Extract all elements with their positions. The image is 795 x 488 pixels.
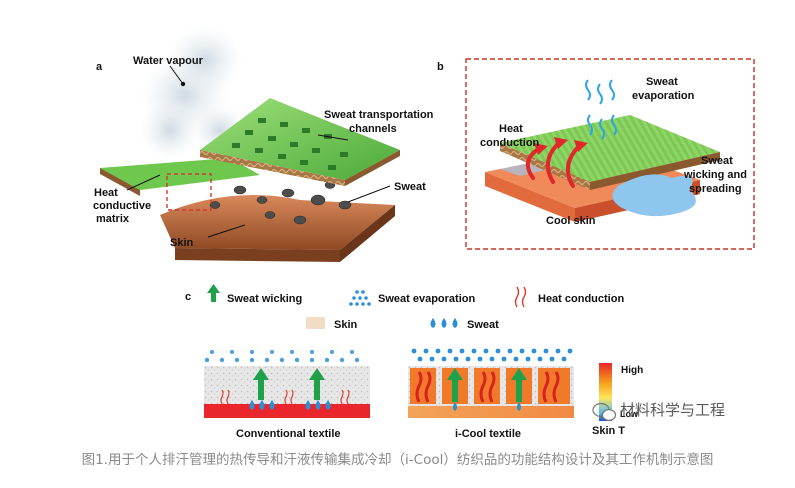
- legend-sweat-wicking-label: Sweat wicking: [227, 293, 302, 305]
- water-vapour-cloud: [140, 25, 248, 160]
- icool-textile-diagram: i-Cool textile: [408, 348, 574, 440]
- panel-a-letter: a: [96, 61, 103, 73]
- legend-sweat-evaporation-label: Sweat evaporation: [378, 293, 475, 305]
- scale-title-label: Skin T: [592, 425, 625, 437]
- legend-sweat: Sweat: [430, 318, 499, 331]
- icool-wicking-arrows: [447, 368, 527, 402]
- matrix-label-3: matrix: [96, 213, 130, 225]
- skin-label: Skin: [170, 237, 194, 249]
- wicking-label-3: spreading: [689, 183, 742, 195]
- skin-pointer: [207, 224, 246, 238]
- wechat-icon: [592, 402, 617, 421]
- sweat-droplets: [209, 181, 352, 225]
- skin-block: [160, 195, 395, 262]
- matrix-label-1: Heat: [94, 187, 118, 199]
- sweat-pointer: [347, 185, 391, 203]
- vapour-pointer-line: [169, 65, 184, 85]
- sweat-evap-label-1: Sweat: [646, 76, 678, 88]
- conventional-heat-squiggles: [220, 389, 350, 405]
- skin-temperature-scale: High Low Skin T: [592, 363, 643, 437]
- sweat-evap-label-2: evaporation: [632, 90, 695, 102]
- conventional-skin-hot: [204, 404, 370, 418]
- heat-matrix-lower: [100, 158, 260, 190]
- conventional-wicking-arrows: [253, 368, 325, 400]
- legend-sweat-evaporation: Sweat evaporation: [349, 290, 475, 306]
- conventional-textile-diagram: Conventional textile: [204, 350, 370, 440]
- conventional-fabric: [204, 366, 370, 404]
- panel-b-letter: b: [437, 61, 444, 73]
- matrix-label-2: conductive: [93, 200, 151, 212]
- channels-pointer: [317, 134, 349, 141]
- icool-sweat-drops: [453, 402, 521, 411]
- evaporation-squiggles: [585, 79, 617, 140]
- scale-low-label: Low: [620, 409, 639, 419]
- legend-sweat-wicking: Sweat wicking: [207, 284, 302, 305]
- icool-evap-dots: [411, 348, 573, 362]
- figure-caption: 图1.用于个人排汗管理的热传导和汗液传输集成冷却（i-Cool）纺织品的功能结构…: [81, 452, 714, 468]
- matrix-pointer: [126, 174, 161, 191]
- watermark: 材料科学与工程: [592, 401, 725, 421]
- panel-c-letter: c: [185, 291, 191, 303]
- wicking-arrow-icon: [211, 291, 216, 302]
- conventional-evap-dots: [204, 350, 360, 363]
- panel-a: a Water vapour: [93, 25, 434, 262]
- skin-swatch-icon: [306, 317, 325, 329]
- cool-skin-label: Cool skin: [546, 215, 596, 227]
- icool-textile-3d: [500, 115, 720, 190]
- wicking-arrow-head-icon: [207, 284, 220, 293]
- heat-cond-label-2: conduction: [480, 137, 540, 149]
- sweat-spreading-drop: [612, 174, 696, 217]
- water-vapour-label: Water vapour: [133, 55, 204, 67]
- watermark-text: 材料科学与工程: [620, 401, 725, 419]
- sweat-label: Sweat: [394, 181, 426, 193]
- legend-heat-conduction: Heat conduction: [514, 286, 624, 308]
- wicking-label-1: Sweat: [701, 155, 733, 167]
- heat-arrow-heads-b: [534, 137, 588, 155]
- legend-heat-conduction-label: Heat conduction: [538, 293, 624, 305]
- sweat-drops-icon: [430, 318, 458, 328]
- legend-sweat-label: Sweat: [467, 319, 499, 331]
- panel-b: b: [437, 58, 755, 250]
- channels-label-1: Sweat transportation: [324, 109, 434, 121]
- wicking-label-2: wicking and: [683, 169, 747, 181]
- icool-label: i-Cool textile: [455, 428, 521, 440]
- panel-b-frame: [465, 58, 755, 250]
- conventional-label: Conventional textile: [236, 428, 341, 440]
- temperature-gradient-bar: [599, 363, 612, 421]
- legend-skin: Skin: [306, 317, 358, 331]
- lifted-textile: [200, 98, 400, 186]
- heat-conduction-icon: [514, 286, 527, 308]
- heat-cond-label-1: Heat: [499, 123, 523, 135]
- zoom-box: [166, 173, 212, 211]
- legend-skin-label: Skin: [334, 319, 358, 331]
- icool-heat-arrows: [415, 371, 560, 403]
- channels-label-2: channels: [349, 123, 397, 135]
- evaporation-dots-icon: [349, 290, 371, 306]
- scale-high-label: High: [621, 365, 643, 376]
- icool-skin-cool: [408, 406, 574, 418]
- panel-c: c Sweat wicking Sweat evaporation Heat c…: [185, 284, 725, 440]
- figure-canvas: a Water vapour: [93, 25, 755, 440]
- conventional-sweat-drops: [249, 400, 331, 410]
